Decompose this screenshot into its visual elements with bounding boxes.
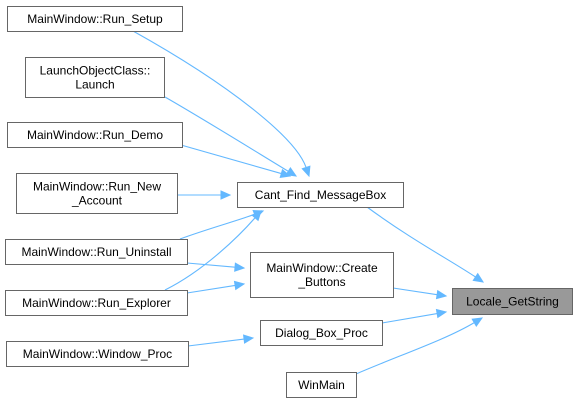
edge-dialog_proc-to-locale <box>381 308 448 324</box>
node-label: WinMain <box>298 378 345 392</box>
node-box <box>16 173 178 214</box>
edge-run_explorer-to-create_buttons <box>186 280 246 294</box>
node-label: Launch <box>75 78 114 92</box>
edge-line <box>180 144 282 175</box>
node-label: Locale_GetString <box>466 295 559 309</box>
arrowhead-icon <box>234 262 246 272</box>
node-locale[interactable]: Locale_GetString <box>452 288 573 315</box>
edge-line <box>355 322 475 375</box>
node-box <box>7 6 183 32</box>
edge-run_uninstall-to-cant_find <box>179 210 265 240</box>
edge-cant_find-to-locale <box>366 206 485 283</box>
arrowhead-icon <box>279 168 292 178</box>
arrowhead-icon <box>233 280 246 291</box>
node-create-buttons[interactable]: MainWindow::Create_Buttons <box>250 252 394 298</box>
node-window-proc[interactable]: MainWindow::Window_Proc <box>6 341 189 367</box>
edge-line <box>381 312 438 324</box>
edge-line <box>392 287 438 296</box>
node-dialog-proc[interactable]: Dialog_Box_Proc <box>260 320 383 346</box>
nodes-layer: MainWindow::Run_SetupLaunchObjectClass::… <box>5 6 573 398</box>
node-box <box>286 372 357 398</box>
edge-line <box>132 30 307 168</box>
edges-layer <box>132 30 485 375</box>
edge-line <box>179 213 255 240</box>
node-label: MainWindow::Run_Demo <box>27 128 163 142</box>
edge-line <box>366 206 476 278</box>
arrowhead-icon <box>472 272 485 283</box>
arrowhead-icon <box>301 165 311 178</box>
edge-launch-to-cant_find <box>164 96 298 177</box>
node-label: MainWindow::Window_Proc <box>23 347 172 361</box>
edge-window_proc-to-dialog_proc <box>187 334 255 347</box>
edge-line <box>186 284 236 294</box>
node-label: _Buttons <box>297 275 345 289</box>
node-box <box>452 288 573 315</box>
node-winmain[interactable]: WinMain <box>286 372 357 398</box>
edge-run_explorer-to-cant_find <box>164 210 262 291</box>
edge-create_buttons-to-locale <box>392 287 448 300</box>
arrowhead-icon <box>285 166 298 177</box>
node-label: MainWindow::Run_Explorer <box>22 296 171 310</box>
node-label: Cant_Find_MessageBox <box>255 188 386 202</box>
edge-winmain-to-locale <box>355 317 484 375</box>
node-box <box>5 239 188 265</box>
edge-line <box>164 217 256 291</box>
node-label: MainWindow::Run_New <box>33 180 161 194</box>
arrowhead-icon <box>471 317 484 327</box>
node-box <box>237 182 404 208</box>
node-run-uninstall[interactable]: MainWindow::Run_Uninstall <box>5 239 188 265</box>
arrowhead-icon <box>435 289 448 300</box>
arrowhead-icon <box>220 190 232 200</box>
node-box <box>250 252 394 298</box>
node-box <box>7 122 183 148</box>
node-label: Dialog_Box_Proc <box>275 326 368 340</box>
edge-run_uninstall-to-create_buttons <box>186 262 246 272</box>
node-run-demo[interactable]: MainWindow::Run_Demo <box>7 122 183 148</box>
node-label: MainWindow::Run_Uninstall <box>21 245 171 259</box>
node-label: MainWindow::Run_Setup <box>27 12 163 26</box>
edge-line <box>187 338 245 347</box>
arrowhead-icon <box>251 210 262 222</box>
node-run-setup[interactable]: MainWindow::Run_Setup <box>7 6 183 32</box>
node-box <box>5 290 188 316</box>
node-run-explorer[interactable]: MainWindow::Run_Explorer <box>5 290 188 316</box>
node-run-new[interactable]: MainWindow::Run_New_Account <box>16 173 178 214</box>
arrowhead-icon <box>435 308 448 319</box>
node-cant-find[interactable]: Cant_Find_MessageBox <box>237 182 404 208</box>
edge-line <box>164 96 289 172</box>
edge-line <box>186 262 236 268</box>
node-box <box>260 320 383 346</box>
node-label: MainWindow::Create <box>266 261 378 275</box>
edge-run_setup-to-cant_find <box>132 30 311 178</box>
arrowhead-icon <box>242 334 255 344</box>
node-label: LaunchObjectClass:: <box>40 64 151 78</box>
node-box <box>6 341 189 367</box>
edge-run_demo-to-cant_find <box>180 144 292 178</box>
node-launch[interactable]: LaunchObjectClass::Launch <box>25 57 165 98</box>
edge-run_new-to-cant_find <box>177 190 232 200</box>
node-box <box>25 57 165 98</box>
node-label: _Account <box>71 194 123 208</box>
